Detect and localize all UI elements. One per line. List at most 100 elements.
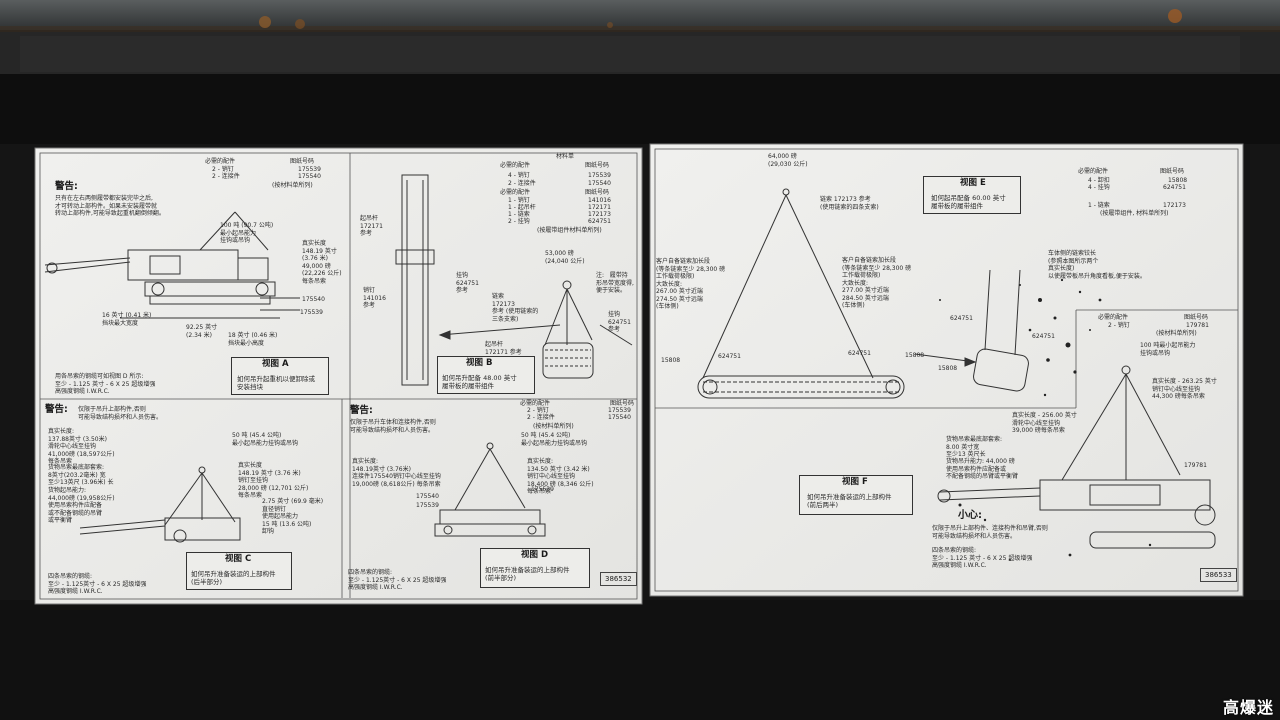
panel-f-table-header-number: 图纸号码 [1184, 314, 1209, 321]
panel-b-table-number: 172171 [588, 204, 611, 211]
panel-d-table-header-number: 图纸号码 [610, 400, 635, 407]
panel-e-mid-extension: 客户自备链索加长段 (等条链索至少 28,300 磅 工作载荷极限) 大致长度:… [842, 257, 912, 309]
panel-e-table-row: 4 - 卸扣 [1088, 177, 1110, 184]
right-plate-doc-number: 386533 [1200, 568, 1237, 582]
panel-b-view-box: 视图 B 如何吊升配备 48.00 英寸 履带板的履带组件 [437, 356, 535, 394]
panel-b-table-header-number: 图纸号码 [585, 162, 610, 169]
panel-b-table-row: 1 - 起吊杆 [508, 204, 536, 211]
panel-f-part: 179781 [1184, 462, 1207, 469]
panel-c-pin-label: 2.75 英寸 (69.9 毫米) 直径销钉 使用起吊能力 15 吨 (13.6… [262, 498, 324, 535]
panel-f-sling-note: 四条吊索的钢缆: 至少 - 1.125 英寸 - 6 X 25 超级增强 高强度… [932, 547, 1033, 569]
panel-d-warning-text: 仅限于吊升车体和连接构件,否则 可能导致结构损坏和人员伤害。 [350, 419, 436, 434]
panel-a-callout-capacity: 100 吨 (90.7 公吨) 最小起吊能力 挂钩或吊钩 [220, 222, 274, 244]
panel-e-table-row: 1 - 链索 [1088, 202, 1110, 209]
panel-e-view-title: 视图 E [960, 178, 986, 188]
panel-a-dimension: 18 英寸 (0.46 米) 挡块最小高度 [228, 332, 278, 347]
panel-d-view-box: 视图 D 如何吊升准备装运的上部构件 (前半部分) [480, 548, 590, 588]
view-f-upper-drawing [937, 365, 1216, 549]
panel-c-warning-title: 警告: [45, 404, 68, 415]
panel-d-table-note: (按材料单所列) [533, 423, 574, 430]
panel-b-table-note: (按履带组件材料单所列) [537, 227, 602, 234]
panel-d-table-number: 175539 [608, 407, 631, 414]
panel-b-table-header-parts: 必需的配件 [500, 162, 531, 169]
panel-a-view-subtitle: 如何吊升起重机以便卸除或 安装挡块 [237, 375, 315, 391]
panel-d-part: 175540 [416, 493, 439, 500]
panel-e-table-note: (按履带组件, 材料单所列) [1100, 210, 1169, 217]
panel-e-weight-label: 64,000 磅 (29,030 公斤) [768, 153, 808, 168]
panel-e-view-box: 视图 E 如何起吊配备 60.00 英寸 履带板的履带组件 [923, 176, 1021, 214]
panel-b-note: 注: 履带持 形吊带宽度得, 便于安装。 [596, 272, 634, 294]
panel-b-table-number: 175539 [588, 172, 611, 179]
panel-f-spread-label: 货物吊索最底部套索: 8.00 英寸宽 至少13 英尺长 [946, 436, 1003, 458]
top-steel-edge [0, 0, 1280, 30]
panel-f-table-number: 179781 [1186, 322, 1209, 329]
panel-e-table-header-number: 图纸号码 [1160, 168, 1185, 175]
panel-d-part: 175539 [416, 502, 439, 509]
panel-b-hook-label: 挂钩 624751 参考 [456, 272, 479, 294]
panel-a-dimension: 16 英寸 (0.41 米) 挡块最大宽度 [102, 312, 152, 327]
panel-e-table-number: 172173 [1163, 202, 1186, 209]
panel-b-table-row: 2 - 连接件 [508, 180, 536, 187]
panel-c-length-label: 真实长度: 137.88英寸 (3.50米) 滑轮中心线至挂钩 41,000磅 … [48, 428, 115, 465]
panel-a-table-row: 2 - 销钉 [212, 166, 234, 173]
left-plate-doc-number: 386532 [600, 572, 637, 586]
panel-b-table-row: 1 - 链索 [508, 211, 530, 218]
panel-d-warning-title: 警告: [350, 405, 373, 416]
panel-d-part: 175539 [531, 486, 554, 493]
panel-e-view-subtitle: 如何起吊配备 60.00 英寸 履带板的履带组件 [931, 194, 1006, 210]
panel-b-table-number: 141016 [588, 197, 611, 204]
panel-e-part: 624751 [848, 350, 871, 357]
panel-d-length2-label: 真实长度: 134.50 英寸 (3.42 米) 销钉中心线至挂钩 18,400… [527, 458, 594, 495]
view-b-track-drawing [395, 174, 633, 386]
panel-c-spread-label: 货物吊索最底部套索: 8英寸(203.2毫米) 宽 至少13英尺 (3.96米)… [48, 464, 114, 486]
panel-a-part: 175540 [302, 296, 325, 303]
panel-a-table-note: (按材料单所列) [272, 182, 313, 189]
panel-c-warning-text: 仅限于吊升上部构件,否则 可能导致结构损坏和人员伤害。 [78, 406, 163, 421]
panel-f-view-box: 视图 F 如何吊升准备装运的上部构件 (前后两半) [799, 475, 913, 515]
panel-e-left-extension: 客户自备链索加长段 (等条链索至少 28,300 磅 工作载荷极限) 大致长度:… [656, 258, 726, 310]
panel-c-capacity-label: 50 吨 (45.4 公吨) 最小起吊能力挂钩或吊钩 [232, 432, 299, 447]
view-e-track-drawing [697, 188, 1029, 399]
panel-f-caution-title: 小心: [958, 510, 982, 521]
panel-e-note: 车体侧的链索铰长 (参照本图所示两个 真实长度) 以使履带板吊升角度看板,便于安… [1048, 250, 1146, 280]
panel-f-capacity-label: 100 吨最小起吊能力 挂钩或吊钩 [1140, 342, 1196, 357]
panel-b-table-row: 2 - 挂钩 [508, 218, 530, 225]
panel-a-sling-note: 用各吊索的钢缆可如视图 D 所示: 至少 - 1.125 英寸 - 6 X 25… [55, 373, 156, 395]
panel-e-table-header-parts: 必需的配件 [1078, 168, 1109, 175]
panel-d-table-header-parts: 必需的配件 [520, 400, 551, 407]
panel-a-view-title: 视图 A [262, 359, 289, 369]
panel-b-table-row: 1 - 销钉 [508, 197, 530, 204]
panel-e-part: 15808 [905, 352, 925, 359]
panel-a-table-number: 175539 [298, 166, 321, 173]
panel-b-table-title: 材料单 [556, 153, 575, 160]
panel-a-warning-title: 警告: [55, 181, 78, 192]
panel-e-chain-label: 链索 172173 参考 (使用链索的四条支索) [820, 196, 879, 211]
panel-a-table-number: 175540 [298, 173, 321, 180]
panel-b-table-number: 172173 [588, 211, 611, 218]
panel-b-chain-label: 链索 172173 参考 (使用链索的 三条支索) [492, 293, 539, 323]
panel-c-view-subtitle: 如何吊升准备装运的上部构件 (后半部分) [191, 570, 276, 586]
right-instruction-plate [649, 143, 1244, 597]
panel-b-view-title: 视图 B [466, 358, 493, 368]
panel-f-length2-label: 真实长度 - 256.00 英寸 滑轮中心线至挂钩 39,000 磅每条吊索 [1012, 412, 1077, 434]
panel-a-table-header-parts: 必需的配件 [205, 158, 236, 165]
view-d-carbody-drawing [434, 442, 546, 537]
panel-f-load-label: 货物吊升能力: 44,000 磅 使用吊索构件应配备或 不配备钢缆的吊臂或平衡臂 [946, 458, 1019, 480]
panel-c-sling-note: 四条吊索的钢缆: 至少 - 1.125英寸 - 6 X 25 超级增强 高强度钢… [48, 573, 147, 595]
panel-d-table-row: 2 - 连接件 [527, 414, 555, 421]
panel-b-table-header-number: 图纸号码 [585, 189, 610, 196]
view-c-upper-drawing [79, 466, 241, 543]
panel-a-dimension: 92.25 英寸 (2.34 米) [186, 324, 218, 339]
panel-f-length-label: 真实长度 - 263.25 英寸 销钉中心线至挂钩 44,300 磅每条吊索 [1152, 378, 1217, 400]
panel-d-view-subtitle: 如何吊升准备装运的上部构件 (前半部分) [485, 566, 570, 582]
panel-f-view-subtitle: 如何吊升准备装运的上部构件 (前后两半) [807, 493, 892, 509]
panel-b-table-header-parts: 必需的配件 [500, 189, 531, 196]
panel-a-view-box: 视图 A 如何吊升起重机以便卸除或 安装挡块 [231, 357, 329, 395]
panel-a-part: 175539 [300, 309, 323, 316]
panel-b-weight-label: 53,000 磅 (24,040 公斤) [545, 250, 585, 265]
panel-d-table-number: 175540 [608, 414, 631, 421]
panel-f-caution-text: 仅限于吊升上部构件、连接构件和吊臂,否则 可能导致结构损坏和人员伤害。 [932, 525, 1048, 540]
panel-b-table-number: 624751 [588, 218, 611, 225]
panel-c-view-title: 视图 C [225, 554, 252, 564]
